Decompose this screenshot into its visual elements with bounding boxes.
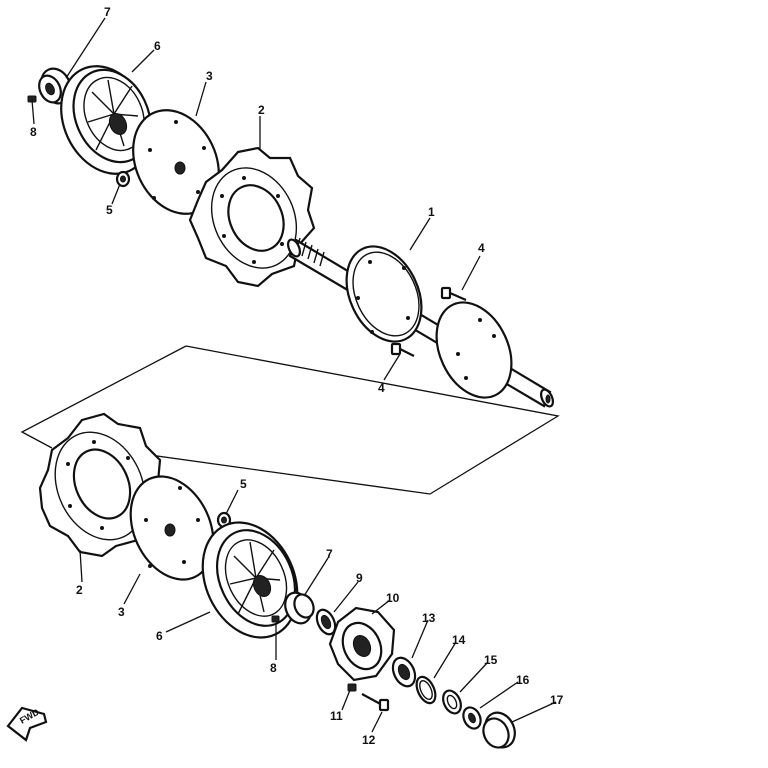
callout-10: 10 [386, 591, 400, 605]
callout-14: 14 [452, 633, 466, 647]
housing-10 [328, 606, 396, 682]
callout-8-lower: 8 [270, 661, 277, 675]
callout-9: 9 [356, 571, 363, 585]
callout-5-lower: 5 [240, 477, 247, 491]
bolt-12 [361, 693, 390, 712]
callout-7-upper: 7 [104, 5, 111, 19]
callout-1: 1 [428, 205, 435, 219]
callout-3-upper: 3 [206, 69, 213, 83]
callout-13: 13 [422, 611, 436, 625]
plate-3-upper [132, 109, 220, 215]
cap-17 [482, 711, 516, 749]
seal-9 [315, 608, 337, 636]
callout-3-lower: 3 [118, 605, 125, 619]
callout-15: 15 [484, 653, 498, 667]
nut-11 [347, 683, 357, 692]
callout-8-upper: 8 [30, 125, 37, 139]
callout-2-lower: 2 [76, 583, 83, 597]
callout-4-upper: 4 [478, 241, 485, 255]
callout-7-lower: 7 [326, 547, 333, 561]
callout-6-lower: 6 [156, 629, 163, 643]
callout-16: 16 [516, 673, 530, 687]
ring-14 [415, 675, 437, 705]
washer-15 [442, 689, 462, 715]
fwd-arrow-icon: FWD [6, 707, 48, 742]
leader-lines [31, 17, 557, 733]
callout-labels: 7 6 3 2 1 4 4 8 5 5 2 3 6 7 9 10 8 13 14… [30, 5, 564, 747]
shaft-1 [286, 237, 555, 408]
callout-12: 12 [362, 733, 376, 747]
bearing-13 [391, 656, 417, 688]
callout-2-upper: 2 [258, 103, 265, 117]
nut-16 [462, 706, 482, 730]
sprocket-2-upper [188, 146, 316, 288]
callout-5-upper: 5 [106, 203, 113, 217]
bearing-7-lower [284, 591, 315, 625]
callout-11: 11 [330, 709, 343, 723]
callout-4-lower: 4 [378, 381, 385, 395]
bolt-4-lower [390, 342, 415, 357]
wheel-6-lower [201, 521, 299, 639]
nut-5-upper [115, 170, 131, 188]
assembly-boundary-line [20, 345, 560, 495]
callout-6-upper: 6 [154, 39, 161, 53]
wheel-6-upper [60, 65, 152, 175]
callout-17: 17 [550, 693, 564, 707]
nut-8-lower [271, 615, 280, 623]
bolt-4-upper [440, 286, 467, 302]
plate-3-lower [129, 475, 215, 581]
